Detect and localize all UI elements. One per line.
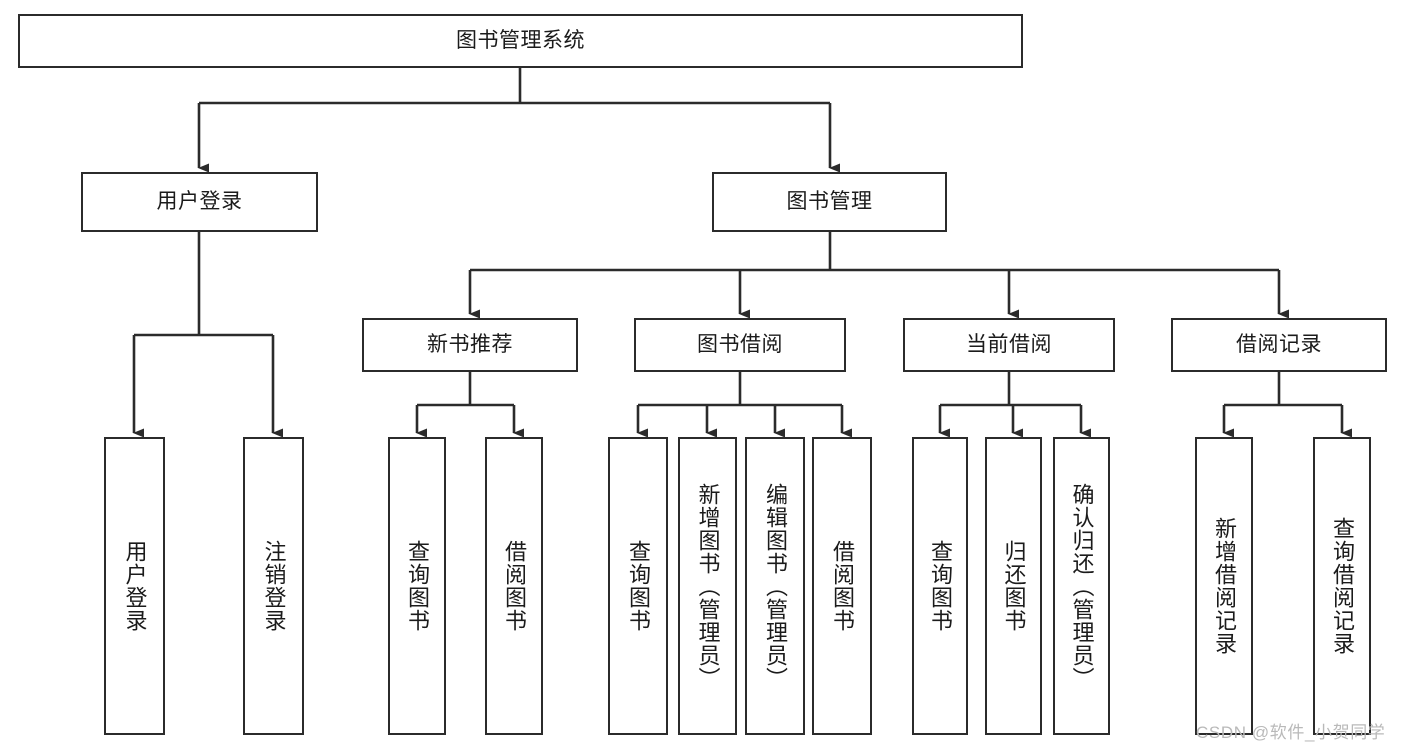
node-root-label: 图书管理系统 <box>456 28 585 52</box>
node-leaf-edit-book-label: 编辑图书（管理员） <box>762 482 788 690</box>
node-leaf-confirm-return-label: 确认归还（管理员） <box>1069 482 1095 690</box>
edge-group-current-borrow <box>938 372 1091 438</box>
edge-group-borrow-record <box>1222 372 1352 438</box>
node-book-manage-label: 图书管理 <box>786 189 873 213</box>
node-leaf-add-book-label: 新增图书（管理员） <box>695 482 721 690</box>
node-leaf-add-record-label: 新增借阅记录 <box>1211 517 1237 655</box>
edge-group-user-login <box>132 232 283 438</box>
node-current-borrow[interactable]: 当前借阅 <box>903 318 1115 372</box>
edge-group-root <box>197 68 840 173</box>
node-book-manage[interactable]: 图书管理 <box>712 172 947 232</box>
node-leaf-query-book-2[interactable]: 查询图书 <box>608 437 668 735</box>
node-leaf-add-record[interactable]: 新增借阅记录 <box>1195 437 1253 735</box>
node-leaf-query-book-2-label: 查询图书 <box>625 540 651 632</box>
edge-group-new-book-rec <box>415 372 524 438</box>
node-leaf-return-book[interactable]: 归还图书 <box>985 437 1042 735</box>
node-current-borrow-label: 当前借阅 <box>966 332 1052 356</box>
node-book-borrow[interactable]: 图书借阅 <box>634 318 846 372</box>
csdn-watermark: CSDN @软件_小贺同学 <box>1196 723 1386 742</box>
node-root[interactable]: 图书管理系统 <box>18 14 1023 68</box>
node-leaf-return-book-label: 归还图书 <box>1001 540 1027 632</box>
node-book-borrow-label: 图书借阅 <box>697 332 783 356</box>
node-user-login[interactable]: 用户登录 <box>81 172 318 232</box>
node-leaf-borrow-book-1[interactable]: 借阅图书 <box>485 437 543 735</box>
edge-group-book-borrow <box>636 372 852 438</box>
node-leaf-logout[interactable]: 注销登录 <box>243 437 304 735</box>
node-user-login-label: 用户登录 <box>156 189 243 213</box>
node-leaf-query-book-1[interactable]: 查询图书 <box>388 437 446 735</box>
node-leaf-add-book[interactable]: 新增图书（管理员） <box>678 437 737 735</box>
node-leaf-query-record-label: 查询借阅记录 <box>1329 517 1355 655</box>
node-borrow-record[interactable]: 借阅记录 <box>1171 318 1387 372</box>
edge-group-book-manage <box>468 232 1289 319</box>
node-leaf-query-book-1-label: 查询图书 <box>404 540 430 632</box>
node-leaf-borrow-book-2-label: 借阅图书 <box>829 540 855 632</box>
node-leaf-logout-label: 注销登录 <box>261 540 287 632</box>
node-borrow-record-label: 借阅记录 <box>1236 332 1322 356</box>
node-leaf-query-record[interactable]: 查询借阅记录 <box>1313 437 1371 735</box>
node-leaf-borrow-book-1-label: 借阅图书 <box>501 540 527 632</box>
node-leaf-edit-book[interactable]: 编辑图书（管理员） <box>745 437 805 735</box>
node-leaf-user-login-label: 用户登录 <box>122 540 148 632</box>
node-leaf-user-login[interactable]: 用户登录 <box>104 437 165 735</box>
node-leaf-query-book-3[interactable]: 查询图书 <box>912 437 968 735</box>
node-leaf-query-book-3-label: 查询图书 <box>927 540 953 632</box>
node-new-book-rec-label: 新书推荐 <box>427 332 513 356</box>
node-leaf-confirm-return[interactable]: 确认归还（管理员） <box>1053 437 1110 735</box>
node-new-book-rec[interactable]: 新书推荐 <box>362 318 578 372</box>
node-leaf-borrow-book-2[interactable]: 借阅图书 <box>812 437 872 735</box>
